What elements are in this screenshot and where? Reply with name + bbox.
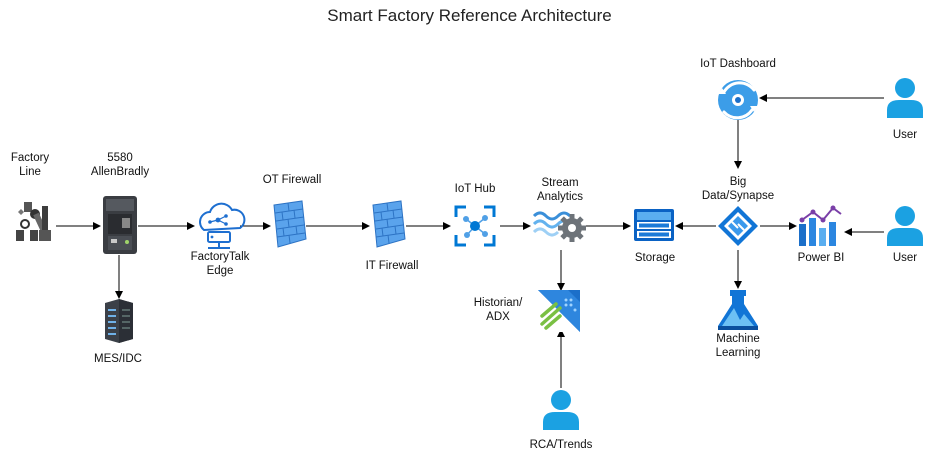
label-factory-line: Factory Line xyxy=(10,152,50,178)
user-icon xyxy=(543,390,579,430)
label-user-mid: User xyxy=(892,252,918,264)
power-bi-icon xyxy=(799,205,842,246)
firewall-icon xyxy=(372,200,406,248)
machine-learning-icon xyxy=(718,290,758,330)
data-explorer-icon xyxy=(538,290,580,332)
stream-analytics-icon xyxy=(532,211,586,242)
label-mes: MES/IDC xyxy=(94,353,142,365)
label-historian: Historian/ ADX xyxy=(473,297,523,323)
storage-icon xyxy=(634,209,674,241)
user-icon xyxy=(887,78,923,118)
firewall-icon xyxy=(273,200,307,248)
label-user-top: User xyxy=(892,129,918,141)
label-factorytalk: FactoryTalk Edge xyxy=(190,251,250,277)
label-machine-learning: Machine Learning xyxy=(715,333,761,359)
diagram-title: Smart Factory Reference Architecture xyxy=(327,6,612,25)
label-rca-trends: RCA/Trends xyxy=(529,439,593,451)
label-plc: 5580 AllenBradly xyxy=(90,152,150,178)
server-rack-icon xyxy=(105,299,133,343)
plc-controller-icon xyxy=(103,196,137,254)
label-iot-dashboard: IoT Dashboard xyxy=(700,58,776,70)
user-icon xyxy=(887,206,923,246)
label-ot-firewall: OT Firewall xyxy=(262,174,322,186)
label-iot-hub: IoT Hub xyxy=(454,183,496,195)
label-it-firewall: IT Firewall xyxy=(365,260,419,272)
dashboard-icon xyxy=(718,80,758,120)
synapse-icon xyxy=(718,206,758,246)
label-stream-analytics: Stream Analytics xyxy=(536,177,584,203)
label-synapse: Big Data/Synapse xyxy=(701,176,775,202)
label-storage: Storage xyxy=(634,252,676,264)
connectors xyxy=(56,94,884,388)
robot-arm-icon xyxy=(16,202,51,241)
cloud-server-icon xyxy=(199,202,246,249)
label-power-bi: Power BI xyxy=(797,252,845,264)
iot-hub-icon xyxy=(454,205,496,247)
